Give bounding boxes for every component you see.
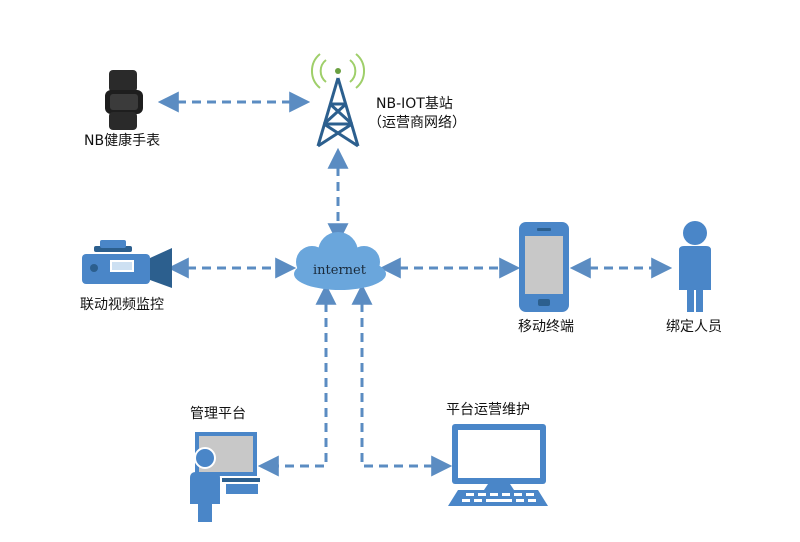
video-camera-icon <box>82 240 172 288</box>
station-sublabel: （运营商网络） <box>368 115 466 131</box>
cloud-icon <box>294 232 386 290</box>
person-label: 绑定人员 <box>666 319 722 335</box>
person-icon <box>679 221 711 312</box>
link-internet-ops <box>351 283 453 477</box>
watch-label: NB健康手表 <box>84 133 161 149</box>
admin-workstation-icon <box>190 432 260 522</box>
camera-label: 联动视频监控 <box>80 297 164 313</box>
ops-label: 平台运营维护 <box>446 402 530 418</box>
smartwatch-icon <box>105 70 143 130</box>
admin-label: 管理平台 <box>190 406 246 422</box>
internet-label: internet <box>313 263 366 278</box>
cell-tower-icon <box>310 53 366 148</box>
phone-label: 移动终端 <box>518 319 574 335</box>
smartphone-icon <box>519 222 569 312</box>
desktop-computer-icon <box>448 424 548 506</box>
station-label: NB-IOT基站 <box>376 96 453 112</box>
link-internet-admin <box>257 283 337 477</box>
